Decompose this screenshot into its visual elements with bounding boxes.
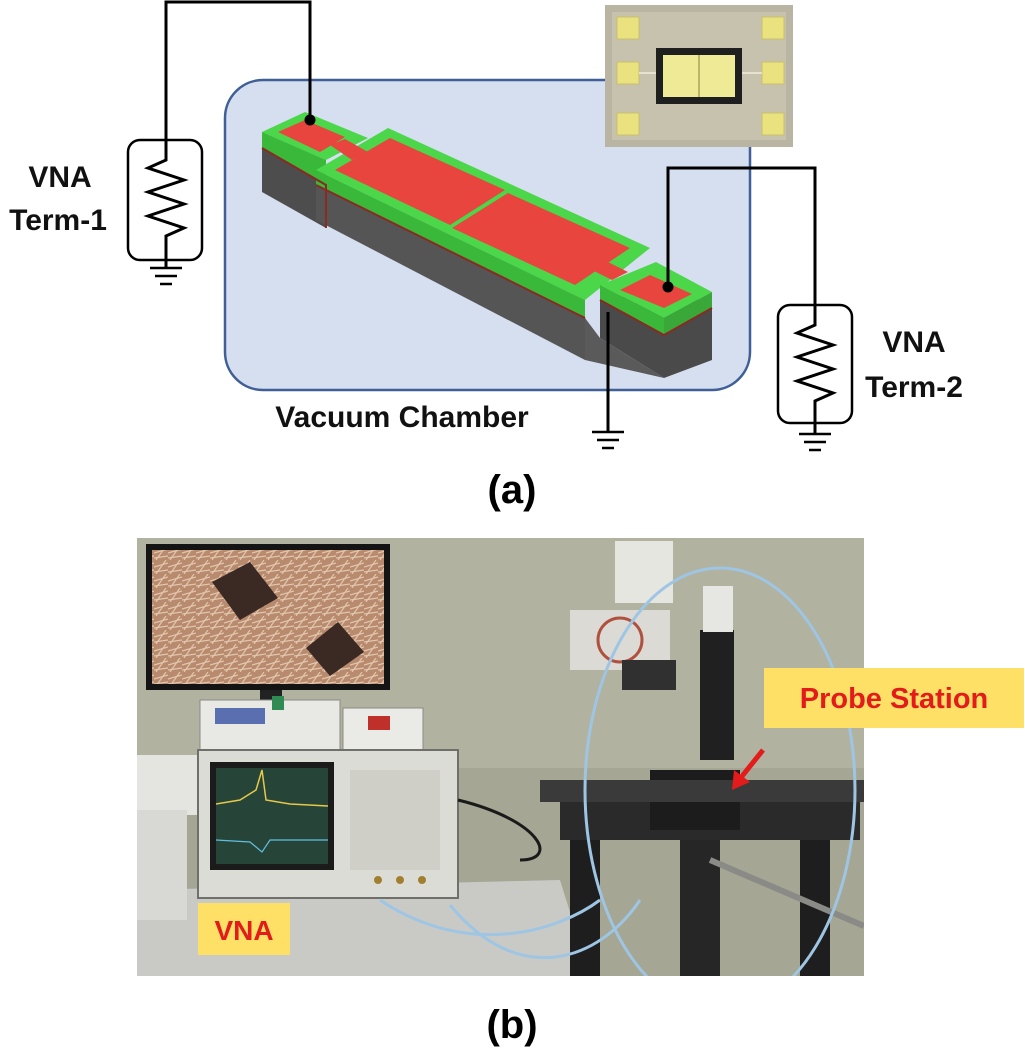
arrow-icon: [732, 748, 765, 790]
resonator-device: [261, 112, 713, 378]
ground-icon: [799, 432, 831, 452]
resistor-icon: [776, 303, 854, 425]
vna-callout: VNA: [198, 903, 290, 955]
ground-icon: [150, 266, 182, 286]
vna-instrument: [197, 749, 459, 899]
term2-label-line2: Term-2: [865, 371, 963, 404]
contact-dot-right: [662, 281, 674, 293]
panel-b-label: (b): [486, 1003, 537, 1047]
resistor-icon: [126, 138, 204, 262]
probe-callout-text: Probe Station: [800, 683, 989, 715]
term1-label-line1: VNA: [28, 161, 91, 194]
electrode-right-pad: [620, 275, 692, 308]
electrode-left-pad: [278, 120, 345, 152]
probe-station-callout: Probe Station: [764, 668, 1024, 728]
contact-dot-left: [304, 114, 316, 126]
wire-term1: [164, 0, 312, 140]
ground-icon: [592, 430, 624, 450]
vna-callout-text: VNA: [214, 915, 273, 946]
device-micrograph: [605, 5, 793, 147]
panel-a: VNA Term-1 VNA Term-2 Vacuum Chamber (a): [9, 0, 963, 512]
term2-label-line1: VNA: [882, 326, 945, 359]
chamber-label: Vacuum Chamber: [275, 401, 529, 434]
panel-a-label: (a): [488, 468, 537, 512]
electrode-right-connector: [592, 262, 628, 280]
term1-label-line2: Term-1: [9, 204, 107, 237]
panel-b: VNA Probe Station (b): [137, 538, 1024, 1047]
electrode-plate-1: [335, 138, 505, 225]
electrode-plate-2: [452, 193, 630, 285]
substrate-main: [316, 178, 585, 360]
lab-photo: [137, 538, 864, 976]
wire-term2: [666, 166, 817, 305]
substrate-left-pad: [262, 148, 326, 228]
monitor: [146, 544, 390, 712]
probe-station: [540, 586, 864, 976]
probe-cable: [583, 566, 857, 976]
electrode-left-connector: [330, 139, 368, 160]
